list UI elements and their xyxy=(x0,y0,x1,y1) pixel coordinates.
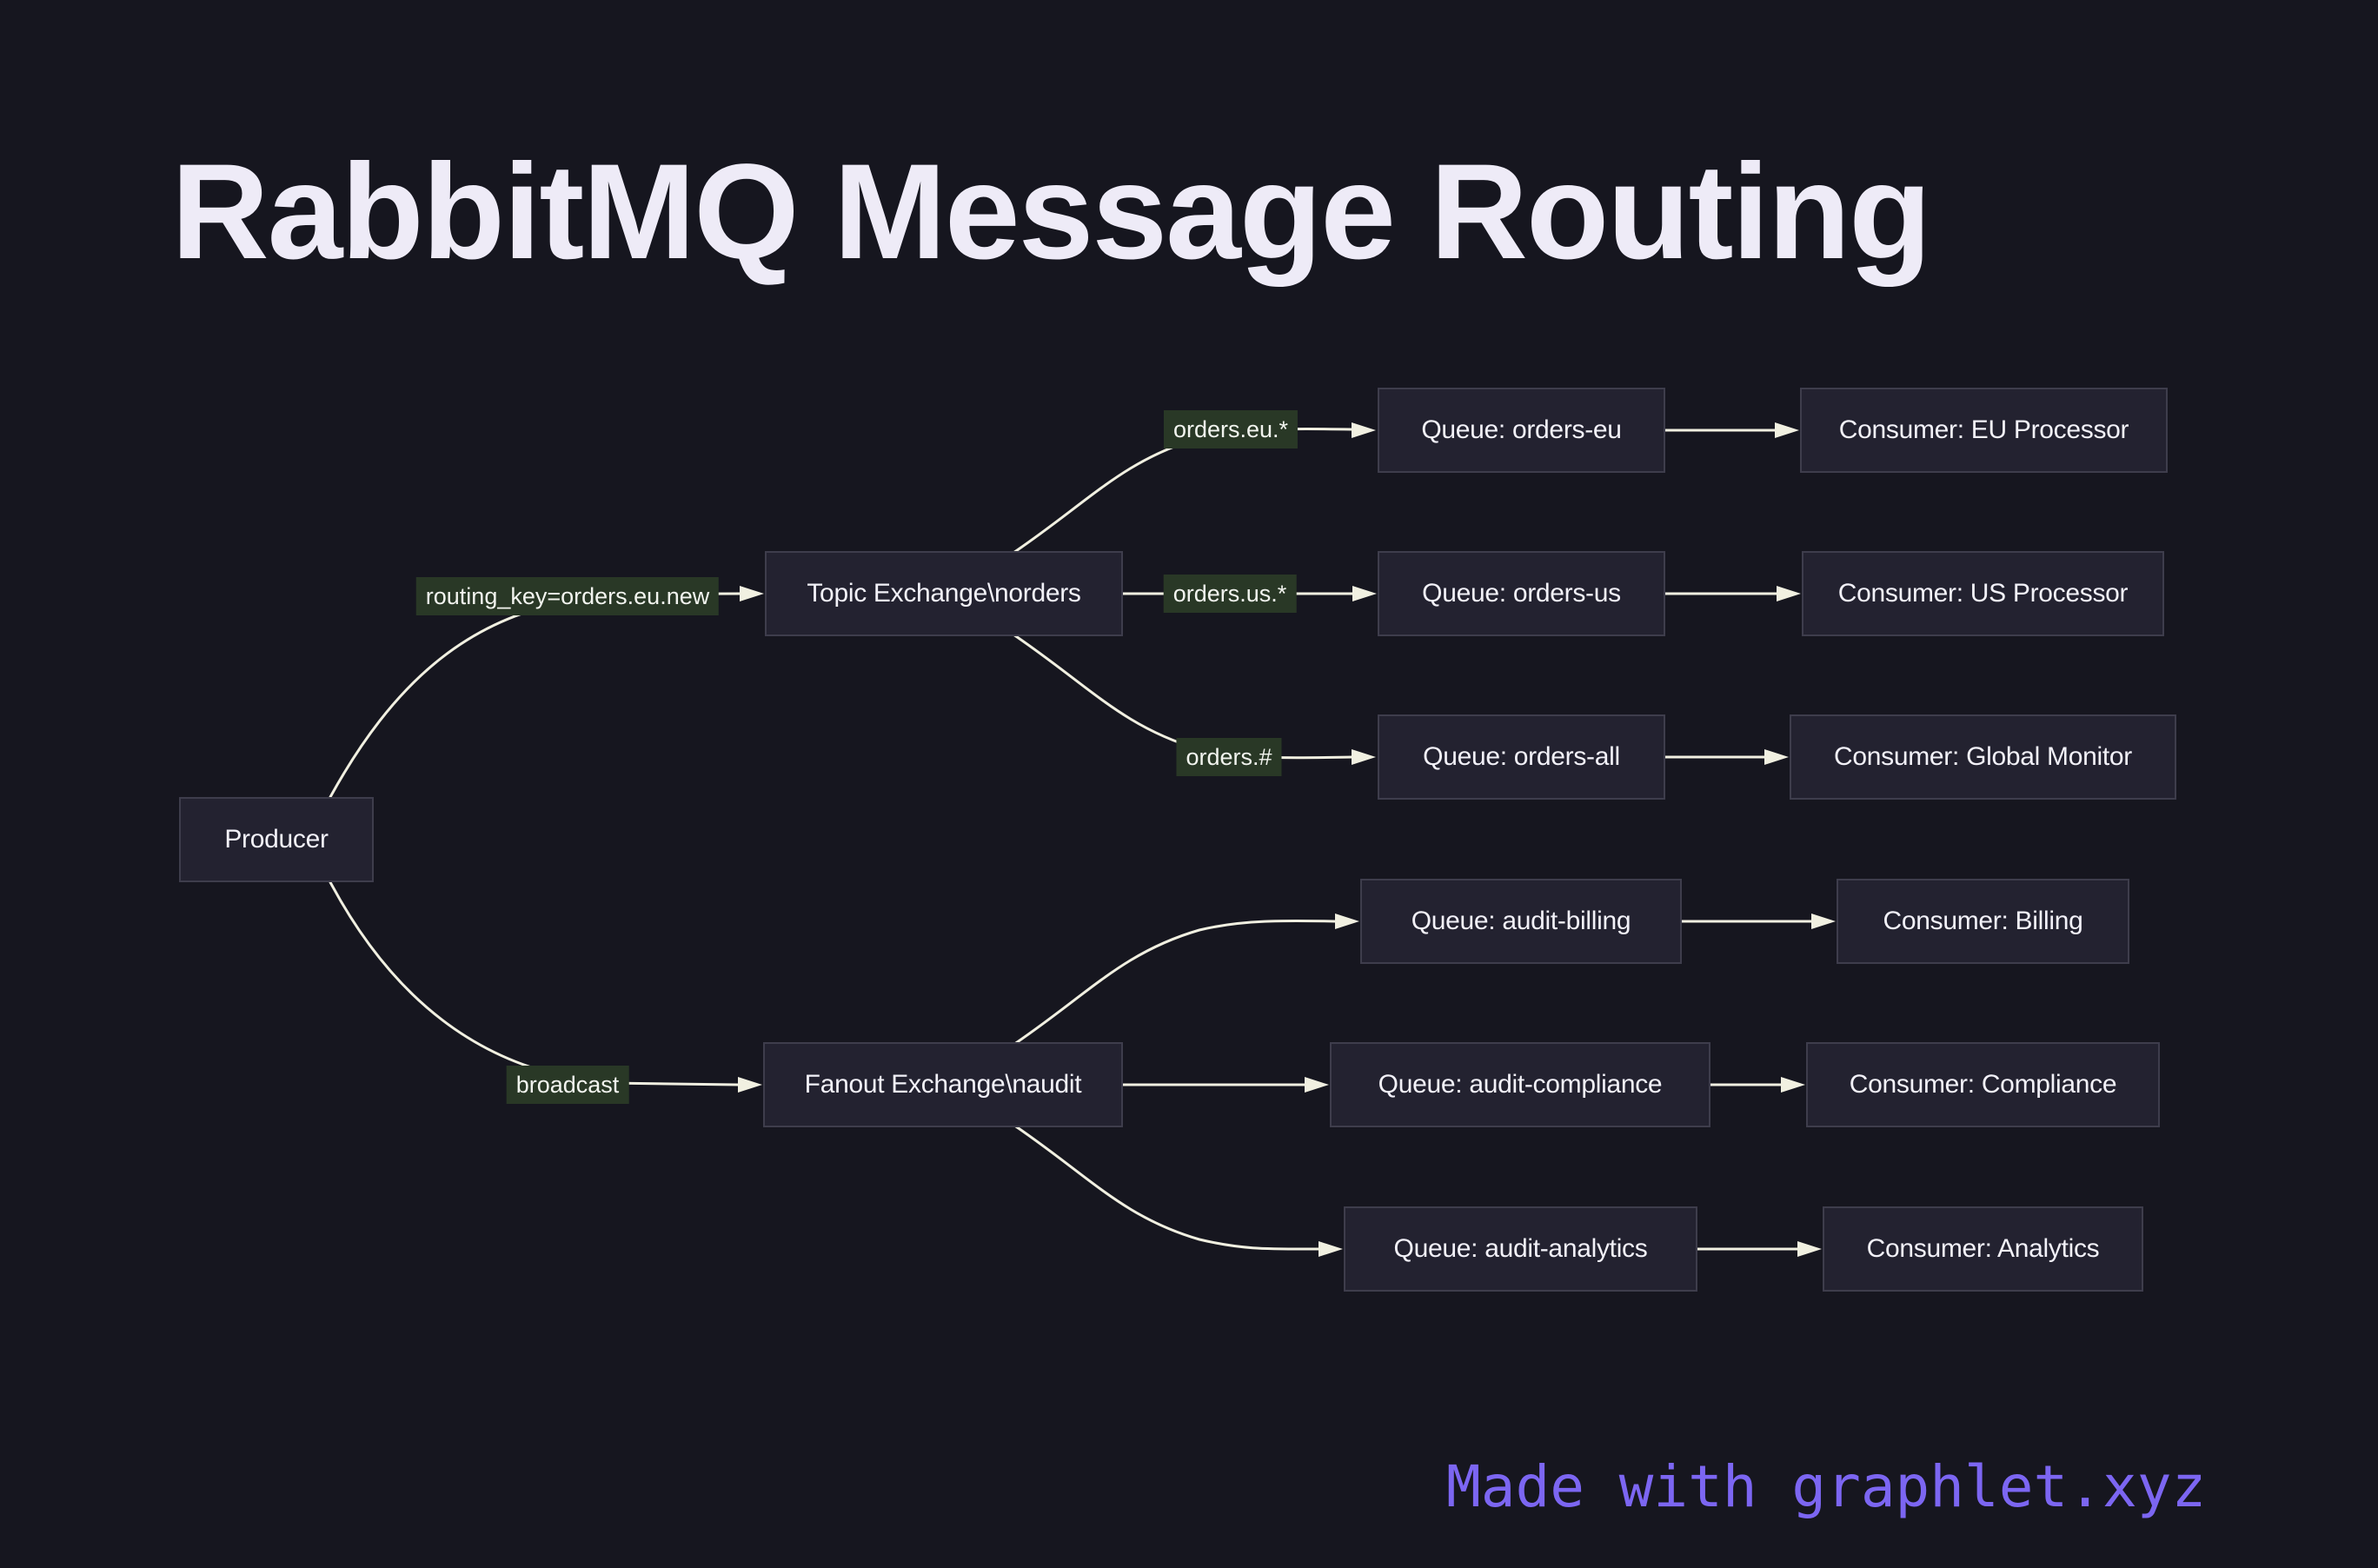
arrowhead-queue-all xyxy=(1352,749,1376,765)
arrowhead-consumer-billing xyxy=(1811,914,1836,929)
edge-producer-topic xyxy=(329,592,742,799)
edge-label-orders-eu-pattern: orders.eu.* xyxy=(1163,410,1299,448)
node-label: Topic Exchange\norders xyxy=(807,579,1081,608)
arrowhead-consumer-analytics xyxy=(1797,1241,1822,1257)
node-consumer-eu-processor: Consumer: EU Processor xyxy=(1800,388,2168,473)
node-consumer-us-processor: Consumer: US Processor xyxy=(1802,551,2164,636)
arrowhead-fanout xyxy=(738,1077,762,1093)
node-label: Queue: audit-billing xyxy=(1411,907,1631,935)
node-label: Consumer: US Processor xyxy=(1837,579,2129,608)
edge-label-broadcast: broadcast xyxy=(506,1066,629,1104)
edge-label-orders-all-pattern: orders.# xyxy=(1176,738,1282,776)
node-producer: Producer xyxy=(179,797,374,882)
node-label: Fanout Exchange\naudit xyxy=(804,1070,1082,1099)
node-label: Consumer: EU Processor xyxy=(1838,415,2129,444)
arrowhead-consumer-us xyxy=(1777,586,1801,601)
arrowhead-queue-us xyxy=(1352,586,1377,601)
arrowhead-queue-compliance xyxy=(1305,1077,1329,1093)
arrowhead-queue-analytics xyxy=(1319,1241,1343,1257)
node-label: Consumer: Global Monitor xyxy=(1834,742,2132,771)
node-label: Consumer: Analytics xyxy=(1866,1234,2100,1263)
node-label: Consumer: Billing xyxy=(1883,907,2083,935)
node-queue-audit-analytics: Queue: audit-analytics xyxy=(1344,1206,1697,1292)
arrowhead-consumer-all xyxy=(1764,749,1789,765)
watermark-link[interactable]: Made with graphlet.xyz xyxy=(1446,1453,2207,1520)
arrowhead-queue-eu xyxy=(1352,422,1376,438)
arrowhead-topic xyxy=(740,586,764,601)
node-consumer-compliance: Consumer: Compliance xyxy=(1806,1042,2160,1127)
arrowhead-queue-billing xyxy=(1335,914,1359,929)
edge-fanout-queue-analytics xyxy=(1006,1120,1321,1251)
edge-label-orders-us-pattern: orders.us.* xyxy=(1163,575,1297,613)
node-label: Queue: audit-compliance xyxy=(1378,1070,1663,1099)
node-label: Queue: orders-eu xyxy=(1421,415,1622,444)
node-queue-orders-eu: Queue: orders-eu xyxy=(1378,388,1665,473)
node-topic-exchange: Topic Exchange\norders xyxy=(765,551,1123,636)
node-label: Queue: audit-analytics xyxy=(1393,1234,1648,1263)
edge-fanout-queue-billing xyxy=(1006,919,1338,1050)
edge-label-routing-key: routing_key=orders.eu.new xyxy=(415,577,720,615)
node-consumer-billing: Consumer: Billing xyxy=(1837,879,2129,964)
arrowhead-consumer-eu xyxy=(1775,422,1799,438)
node-fanout-exchange: Fanout Exchange\naudit xyxy=(763,1042,1123,1127)
node-queue-orders-all: Queue: orders-all xyxy=(1378,714,1665,800)
node-label: Producer xyxy=(224,825,329,854)
page-title: RabbitMQ Message Routing xyxy=(171,136,1931,288)
node-queue-orders-us: Queue: orders-us xyxy=(1378,551,1665,636)
node-label: Queue: orders-us xyxy=(1422,579,1621,608)
arrowhead-consumer-compliance xyxy=(1781,1077,1805,1093)
node-queue-audit-compliance: Queue: audit-compliance xyxy=(1330,1042,1710,1127)
node-label: Queue: orders-all xyxy=(1423,742,1620,771)
node-label: Consumer: Compliance xyxy=(1849,1070,2117,1099)
node-consumer-analytics: Consumer: Analytics xyxy=(1823,1206,2143,1292)
node-consumer-global-monitor: Consumer: Global Monitor xyxy=(1790,714,2176,800)
edge-producer-fanout xyxy=(329,880,740,1086)
node-queue-audit-billing: Queue: audit-billing xyxy=(1360,879,1682,964)
